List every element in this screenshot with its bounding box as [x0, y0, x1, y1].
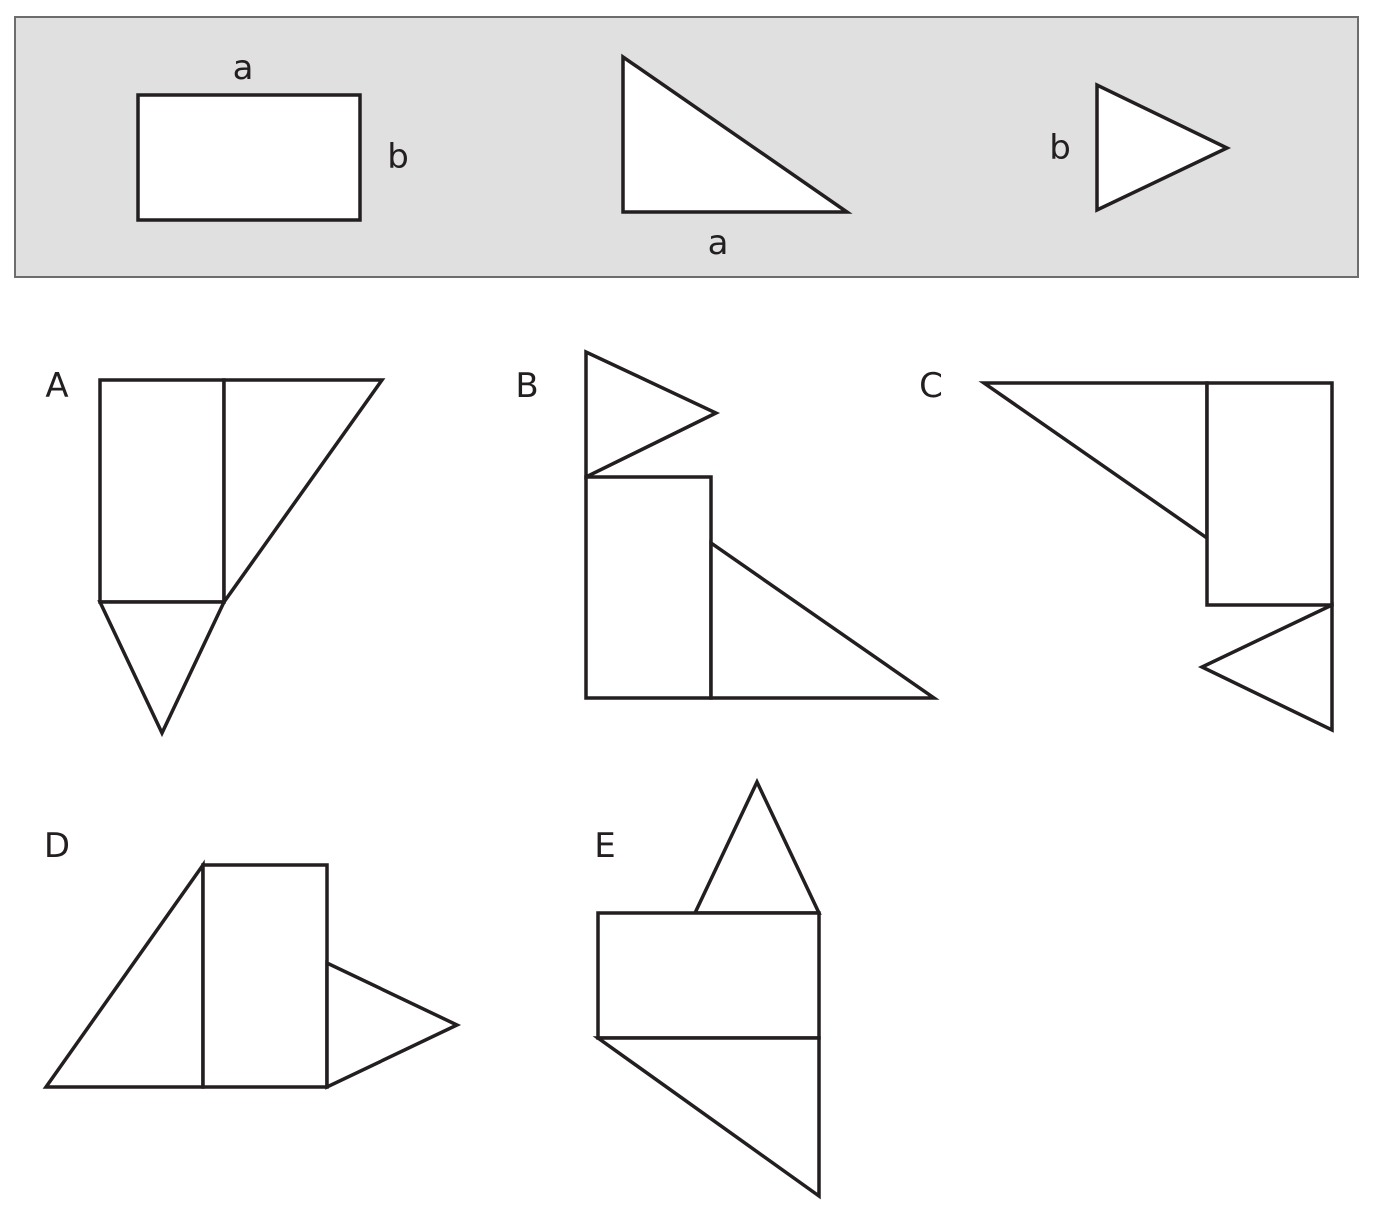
right-triangle-base-label: a	[708, 223, 729, 263]
option-label: B	[515, 366, 538, 406]
option-a-rectangle	[98, 378, 226, 604]
option-label: D	[44, 826, 70, 866]
reference-isosceles-triangle	[1095, 82, 1232, 213]
option-e-rectangle	[596, 911, 821, 1040]
option-a-isosceles-triangle	[97, 600, 227, 738]
option-label: E	[594, 826, 615, 866]
option-e-right-triangle	[592, 1036, 821, 1200]
reference-right-triangle	[621, 53, 853, 214]
option-a[interactable]: A	[45, 366, 386, 738]
option-b-isosceles-triangle	[584, 349, 721, 480]
reference-panel: a b a b	[14, 16, 1359, 278]
option-b-right-triangle	[709, 539, 940, 700]
reference-rectangle	[136, 93, 362, 222]
option-d-rectangle	[201, 863, 329, 1089]
option-d[interactable]: D	[42, 826, 462, 1090]
option-c-right-triangle	[978, 381, 1209, 542]
option-c-rectangle	[1205, 381, 1334, 607]
option-label: A	[45, 366, 68, 406]
option-b[interactable]: B	[515, 349, 940, 700]
option-c-isosceles-triangle	[1197, 602, 1334, 733]
option-d-isosceles-triangle	[325, 960, 462, 1090]
option-a-right-triangle	[222, 378, 386, 608]
rectangle-width-label: a	[233, 48, 254, 88]
option-c[interactable]: C	[919, 366, 1334, 733]
option-e[interactable]: E	[592, 777, 822, 1200]
option-d-right-triangle	[42, 859, 205, 1089]
option-label: C	[919, 366, 943, 406]
rectangle-height-label: b	[387, 137, 409, 177]
option-b-rectangle	[584, 475, 713, 700]
isosceles-triangle-side-label: b	[1049, 128, 1071, 168]
option-e-isosceles-triangle	[692, 777, 822, 915]
